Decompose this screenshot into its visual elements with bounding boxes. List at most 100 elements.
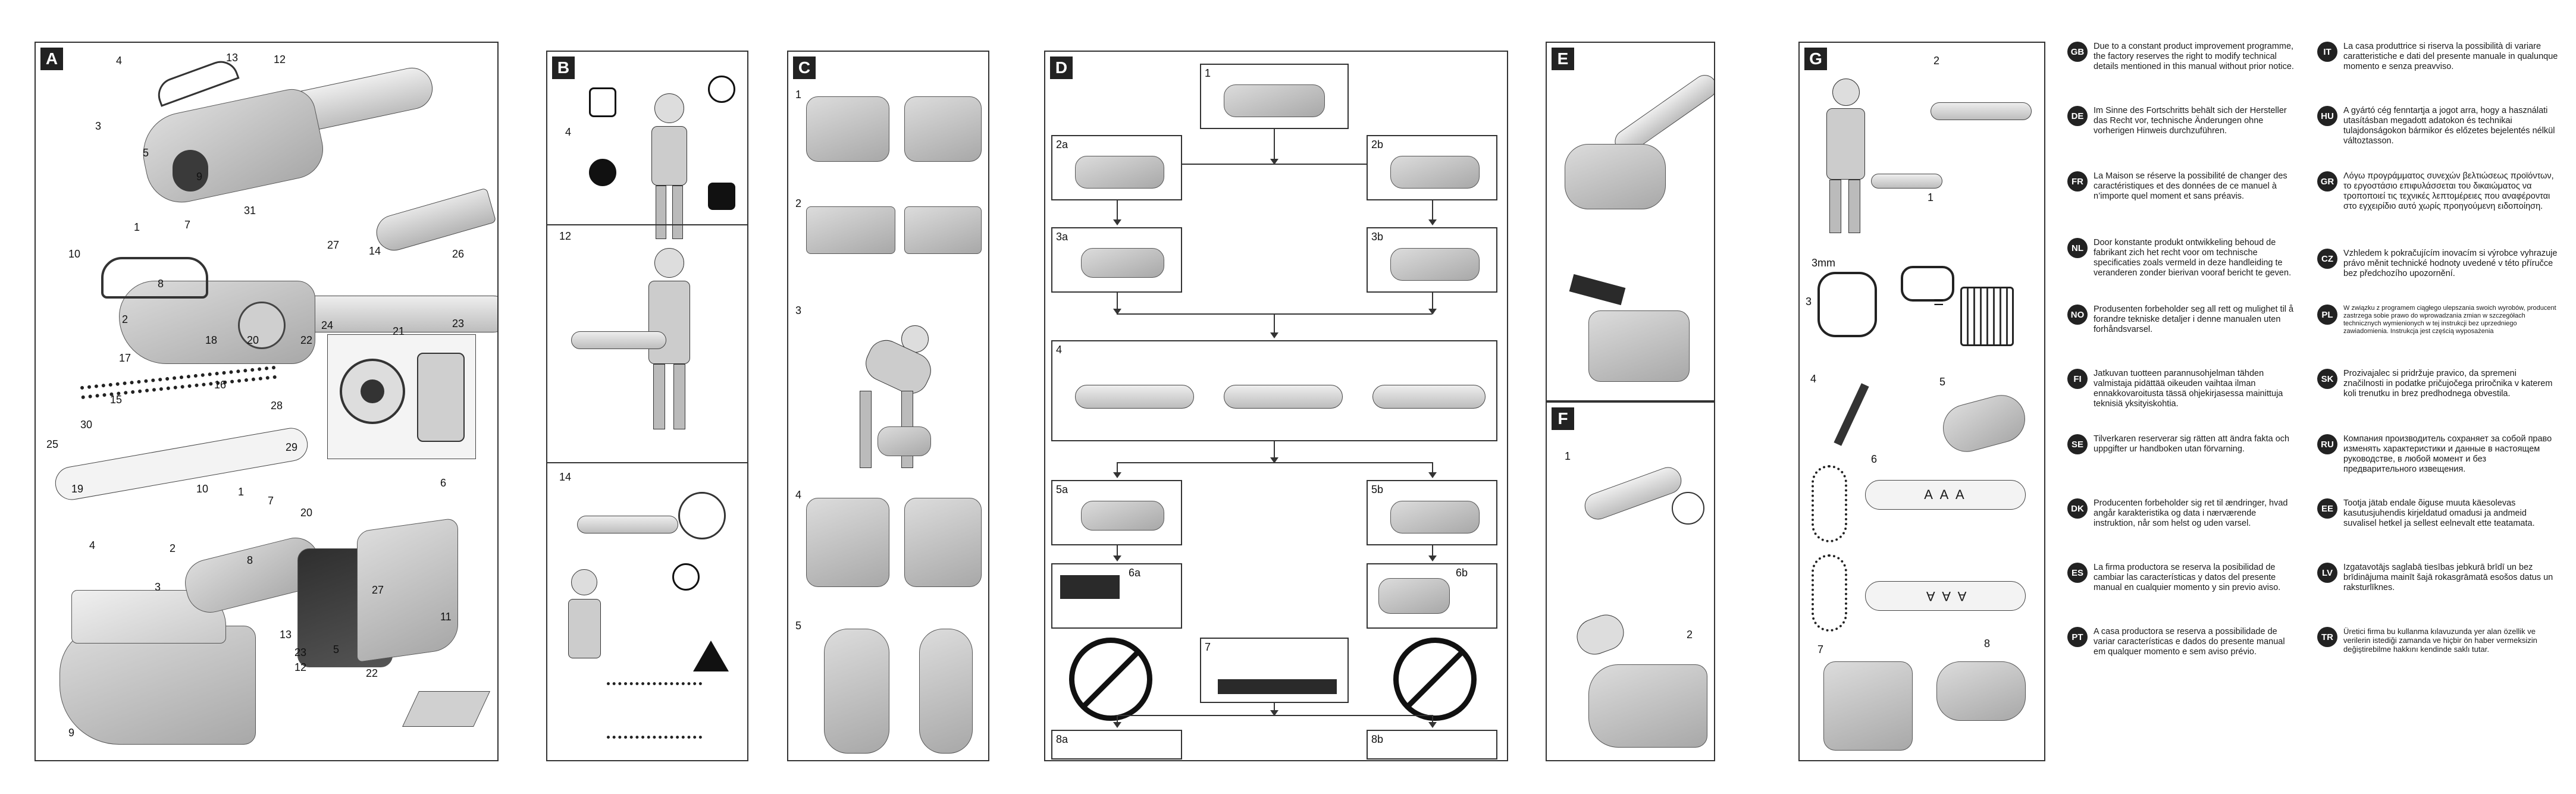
callout-number: 8 — [1984, 638, 1991, 649]
callout-number: 30 — [80, 419, 93, 431]
callout-number: 14 — [369, 245, 381, 257]
callout-number: 6b — [1456, 567, 1468, 579]
language-badge: IT — [2317, 42, 2337, 62]
screwdriver-illustration — [1817, 376, 1895, 453]
callout-number: 1 — [134, 221, 140, 233]
language-notice-tr: TR Üretici firma bu kullanma kılavuzunda… — [2317, 627, 2558, 654]
language-badge: PT — [2067, 627, 2088, 647]
kickback-illustration — [559, 486, 738, 754]
disposal-bin-icon — [1960, 287, 2014, 346]
felling-operator-illustration — [1812, 67, 2044, 239]
panel-letter: C — [793, 57, 816, 79]
chain-sprocket-illustration — [1812, 465, 1847, 542]
equals-sign: = — [1933, 293, 1944, 312]
callout-number: 13 — [226, 52, 239, 64]
language-badge: HU — [2317, 106, 2337, 126]
sprocket-detail-inset — [327, 334, 476, 459]
language-badge: CZ — [2317, 249, 2337, 269]
language-notice-hu: HU A gyártó cég fenntartja a jogot arra,… — [2317, 106, 2558, 146]
panel-c: C 1 2 3 4 5 — [787, 51, 989, 761]
callout-number: 6a — [1129, 567, 1141, 579]
panel-b: B 4 12 14 — [546, 51, 748, 761]
callout-number: 7 — [184, 219, 191, 231]
callout-number: 1 — [238, 486, 245, 498]
callout-number: 8 — [247, 554, 253, 566]
callout-number: 11 — [440, 611, 452, 623]
notice-text: La casa produttrice si riserva la possib… — [2343, 42, 2558, 71]
callout-number: 7 — [268, 495, 274, 507]
callout-number: 2b — [1371, 139, 1384, 150]
callout-number: 4 — [89, 539, 96, 551]
callout-number: 15 — [110, 394, 123, 406]
callout-number: 13 — [280, 629, 292, 641]
bar-marking: A A A — [1924, 589, 1967, 604]
callout-number: 1 — [795, 89, 802, 101]
callout-number: 2 — [795, 197, 802, 209]
oil-filling-illustration — [1565, 605, 1713, 754]
callout-number: 18 — [205, 334, 218, 346]
language-notice-es: ES La firma productora se reserva la pos… — [2067, 563, 2296, 593]
exploded-view-illustration — [48, 513, 494, 757]
language-badge: FI — [2067, 369, 2088, 389]
callout-number: 7 — [1205, 641, 1211, 653]
step-box-8b — [1367, 730, 1497, 760]
notice-text: Producenten forbeholder sig ret til ændr… — [2094, 498, 2288, 528]
helmet-icon — [708, 76, 735, 103]
callout-number: 8a — [1056, 733, 1068, 745]
callout-number: 1 — [1928, 192, 1934, 203]
callout-number: 3 — [1806, 296, 1812, 307]
notice-text: Vzhledem k pokračujícím inovacím si výro… — [2343, 249, 2558, 278]
language-badge: TR — [2317, 627, 2337, 647]
notice-text: Üretici firma bu kullanma kılavuzunda ye… — [2343, 627, 2537, 654]
callout-number: 10 — [68, 248, 81, 260]
chain-lubrication-illustration — [1571, 456, 1713, 575]
hand-tensioning-illustration — [1936, 661, 2026, 721]
callout-number: 5b — [1371, 484, 1384, 495]
panel-letter: A — [40, 48, 63, 70]
callout-number: 25 — [46, 438, 59, 450]
callout-number: 22 — [366, 667, 378, 679]
notice-text: Izgatavotājs saglabā tiesības jebkurā br… — [2343, 563, 2553, 592]
notice-text: A casa productora se reserva a possibili… — [2094, 627, 2285, 657]
panel-letter: E — [1552, 48, 1574, 70]
language-badge: GR — [2317, 171, 2337, 192]
chain-sprocket-illustration — [1812, 554, 1847, 632]
notice-text: Tilverkaren reserverar sig rätten att än… — [2094, 434, 2290, 454]
chain-oil-illustration — [1565, 269, 1713, 394]
warning-triangle-icon — [693, 641, 729, 671]
language-notice-fr: FR La Maison se réserve la possibilité d… — [2067, 171, 2296, 202]
guide-bar-aaa-illustration: A A A — [1865, 581, 2026, 611]
language-notice-gr: GR Λόγω προγράμματος συνεχών βελτιώσεως … — [2317, 171, 2558, 212]
starting-posture-illustration — [812, 313, 973, 492]
notice-text: La firma productora se reserva la posibi… — [2094, 563, 2281, 592]
callout-number: 3 — [795, 305, 802, 316]
panel-letter: D — [1050, 57, 1073, 79]
panel-d: D 1 2a 2b 3a 3b 4 5a 5b 6a 6b 7 — [1044, 51, 1508, 761]
callout-number: 4 — [795, 489, 802, 501]
callout-number: 5 — [795, 620, 802, 632]
callout-number: 8b — [1371, 733, 1384, 745]
callout-number: 4 — [565, 126, 572, 138]
chainsaw-illustration-side — [83, 245, 497, 388]
language-notice-it: IT La casa produttrice si riserva la pos… — [2317, 42, 2558, 72]
chain-brake-illustration — [904, 96, 982, 162]
language-notice-pt: PT A casa productora se reserva a possib… — [2067, 627, 2296, 657]
callout-number: 22 — [300, 334, 313, 346]
callout-number: 9 — [196, 171, 203, 183]
callout-number: 10 — [196, 483, 209, 495]
chainsaw-illustration-top — [119, 56, 437, 215]
callout-number: 9 — [68, 727, 75, 739]
language-badge: DE — [2067, 106, 2088, 126]
callout-number: 5a — [1056, 484, 1068, 495]
language-notice-dk: DK Producenten forbeholder sig ret til æ… — [2067, 498, 2296, 529]
notice-text: Prozivajalec si pridržuje pravico, da sp… — [2343, 369, 2553, 398]
operator-holding-saw — [571, 236, 738, 450]
language-badge: LV — [2317, 563, 2337, 583]
language-notice-fi: FI Jatkuvan tuotteen parannusohjelman tä… — [2067, 369, 2296, 409]
callout-number: 7 — [1817, 644, 1824, 655]
notice-text: Due to a constant product improvement pr… — [2094, 42, 2294, 71]
notice-text: Λόγω προγράμματος συνεχών βελτιώσεως προ… — [2343, 171, 2554, 211]
callout-number: 14 — [559, 471, 572, 483]
notice-text: A gyártó cég fenntartja a jogot arra, ho… — [2343, 106, 2555, 146]
notice-text: Jatkuvan tuotteen parannusohjelman tähde… — [2094, 369, 2283, 409]
